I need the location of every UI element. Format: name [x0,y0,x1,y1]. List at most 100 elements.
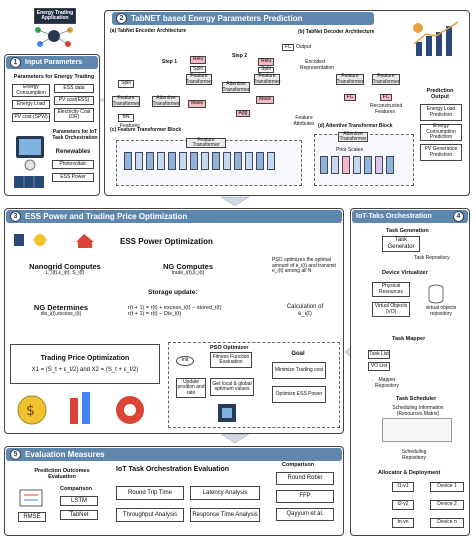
dec-recon: Reconstructed Features [370,103,403,115]
ess-num: 3 [10,211,21,222]
enc-relu-2: Relu [258,58,274,66]
checklist-icon [19,489,43,507]
eval-comp-1: TabNet [60,510,98,520]
ngdet-box: NG Determines dis_i(t),excess_i(t) [12,298,110,324]
metric-1: Latency Analysis [190,486,260,500]
sched-matrix [382,418,452,442]
prior-scales: Prior Scales [336,147,363,153]
trading-eq: X1 = (S_t + ε_t/2) and X2 = (S_t + ε_t/2… [31,366,139,373]
growth-chart-icon [413,21,459,56]
task-repo: Task Repository [414,255,450,261]
alloc-row-2-dev: Device n [430,518,464,528]
dec-ft-2: Feature Transformer [372,73,400,85]
app-logo: Energy Trading Application [30,8,78,48]
ng-computes-box: Nanogrid Computes L_i(t),ε_i(t), S_i(t) [12,256,118,284]
calc-sub: e_i(t) [298,311,312,317]
energy-item-0: Energy Consumption [12,84,50,97]
storage-box: r(t + 1) = r(t) + excess_i(t) − stored_i… [124,298,250,324]
power-title: ESS Power Optimization [120,237,213,246]
tabnet-header: 2 TabNET based Energy Parameters Predict… [112,12,374,25]
sched-title: Task Scheduler [396,396,437,402]
input-panel [4,54,100,196]
eval-comp2-0: Round Robin [276,472,334,485]
calc-title: Calculation of [286,304,324,311]
alloc-row-0-dev: Device 1 [430,482,464,492]
iot-panel [350,208,470,536]
eval-comp2-1: FFP [276,490,334,503]
tabnet-title: TabNET based Energy Parameters Predictio… [131,14,303,23]
energy-params-title: Parameters for Energy Trading [13,74,95,80]
mapper-title: Task Mapper [392,336,426,342]
logo-label: Energy Trading Application [34,8,76,24]
renew-item-0: Photovoltaic [52,160,94,169]
enc-ft-3: Feature Transformer [253,73,281,85]
metric-2: Throughput Analysis [116,508,184,522]
svg-text:$: $ [26,403,35,419]
enc-at-2: Attentive Transformer [222,81,250,93]
eval-pred-title: Prediction Outcomes Evaluation [34,468,90,481]
mapper-repo: Mapper Repository [375,377,399,389]
iot-header: IoT-Taks Orchestration 4 [352,210,468,223]
ng-computes-title: Nanogrid Computes [29,262,101,272]
att-chain [320,156,408,176]
renew-item-1: ESS Power [52,173,94,182]
metric-3: Response Time Analysis [190,508,260,522]
input-num: 1 [10,57,21,68]
calc-box: Calculation of e_i(t) [274,298,336,324]
enc-mask-2: Mask [256,96,274,104]
trading-title: Trading Price Optimization [40,354,130,362]
pso-init: Init [176,356,194,366]
energy-item-3: PV cost(ESS) [54,96,94,105]
vo-repo: virtual objects repository [425,305,457,317]
pso-fitness: Fitness Function Evaluation [210,352,252,368]
energy-item-4: PV cost (SPW) [12,113,50,122]
pso-local: Get local & global optimum values [210,378,254,396]
enc-fc: FC [282,44,294,51]
ng-computes-sub: L_i(t),ε_i(t), S_i(t) [45,270,85,277]
tabnet-num: 2 [116,13,127,24]
pred-item-2: PV Generation Prediction [420,144,462,161]
eval-title: Evaluation Measures [25,450,105,459]
energy-icons [14,234,94,248]
renew-title: Renewables [50,148,96,157]
eval-comp-title: Comparison [60,486,93,492]
pred-item-0: Energy Load Prediction [420,104,462,121]
dec-encoded: Encoded Representation [300,59,334,71]
dec-fc-2: FC [380,94,392,101]
network-icon [35,27,73,47]
pso-update: Update position and rate [176,378,206,398]
enc-at-1: Attentive Transformer [152,95,180,107]
enc-ft-2: Feature Transformer [185,73,213,85]
database-icon [428,284,444,304]
devvirt-title: Device Virtualizer [382,270,428,276]
chip-icon [218,404,236,422]
sched-repo: Scheduling Repository [401,449,427,461]
ess-header: 3 ESS Power and Trading Price Optimizati… [6,210,342,223]
sched-info: Scheduling Information (Resources Matrix… [392,405,444,417]
storage-eq1: r(t + 1) = r(t) + excess_i(t) − stored_i… [128,304,222,311]
step1-label: Step 1 [162,59,178,65]
task-list: Task List [368,350,390,359]
trading-icons: $ [17,392,144,425]
ng-comp-box: NG Computes trade_i(t),s_i(t) [136,256,240,284]
solar-icon [14,176,44,188]
phys-box: Physical Resources [372,282,410,297]
alloc-row-2-task: tn-vn [392,518,414,528]
rmse-box: RMSE [18,512,46,522]
iot-params-title: Parameters for IoT Task Orchestration [52,129,98,141]
enc-output: Output [296,44,312,50]
alloc-row-0-task: t1-v1 [392,482,414,492]
pred-title: Prediction Output [418,88,462,100]
goal-title: Goal [268,350,328,359]
ftb-title: (c) Feature Transformer Block [110,127,182,133]
enc-split-1: Split [118,80,134,88]
enc-split-2: Split [190,66,206,73]
metric-0: Round Trip Time [116,486,184,500]
iot-title: IoT-Taks Orchestration [356,213,432,220]
energy-item-2: Energy Load [12,100,50,109]
iot-device-icon [16,136,44,171]
alloc-row-1-task: t2-v2 [392,500,414,510]
pso-block [168,342,340,428]
ftb-header: Feature Transformer [186,137,226,148]
pso-text: PSO optimizes the optimal amount of e_i(… [272,257,336,274]
